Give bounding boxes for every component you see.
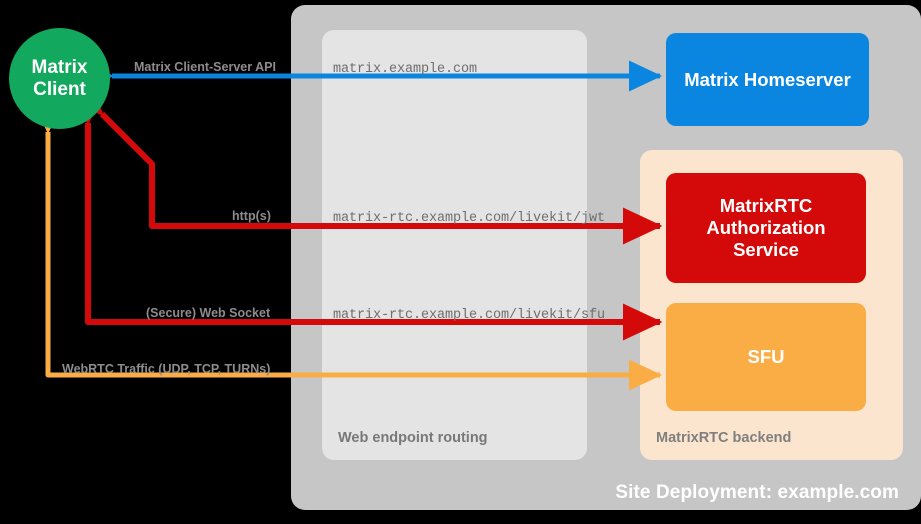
node-matrix-client[interactable]: Matrix Client [9, 28, 110, 129]
matrix-client-label-line2: Client [33, 78, 86, 100]
auth-label-line2: Authorization [706, 217, 826, 239]
auth-label-line1: MatrixRTC [719, 195, 813, 217]
flow-label-https: http(s) [232, 209, 271, 223]
flow-label-webrtc-traffic: WebRTC Traffic (UDP, TCP, TURNs) [62, 362, 271, 376]
matrixrtc-backend-label: MatrixRTC backend [656, 430, 792, 446]
flow-label-matrix-client-server-api: Matrix Client-Server API [134, 60, 276, 74]
node-sfu[interactable]: SFU [666, 303, 866, 411]
endpoint-label-matrix: matrix.example.com [333, 62, 478, 77]
node-matrix-homeserver[interactable]: Matrix Homeserver [666, 33, 869, 126]
matrix-client-label-line1: Matrix [31, 57, 88, 79]
flow-label-secure-web-socket: (Secure) Web Socket [146, 306, 271, 320]
web-endpoint-routing-container: Web endpoint routing [322, 30, 587, 460]
auth-label-line3: Service [733, 238, 799, 260]
web-endpoint-routing-label: Web endpoint routing [338, 430, 488, 446]
sfu-label: SFU [747, 346, 785, 368]
endpoint-label-livekit-jwt: matrix-rtc.example.com/livekit/jwt [333, 211, 606, 226]
node-matrixrtc-authorization-service[interactable]: MatrixRTC Authorization Service [666, 173, 866, 283]
authorization-service-label: MatrixRTC Authorization Service [706, 195, 825, 260]
endpoint-label-livekit-sfu: matrix-rtc.example.com/livekit/sfu [333, 308, 606, 323]
matrix-homeserver-label: Matrix Homeserver [684, 68, 851, 90]
site-deployment-label: Site Deployment: example.com [615, 482, 899, 503]
